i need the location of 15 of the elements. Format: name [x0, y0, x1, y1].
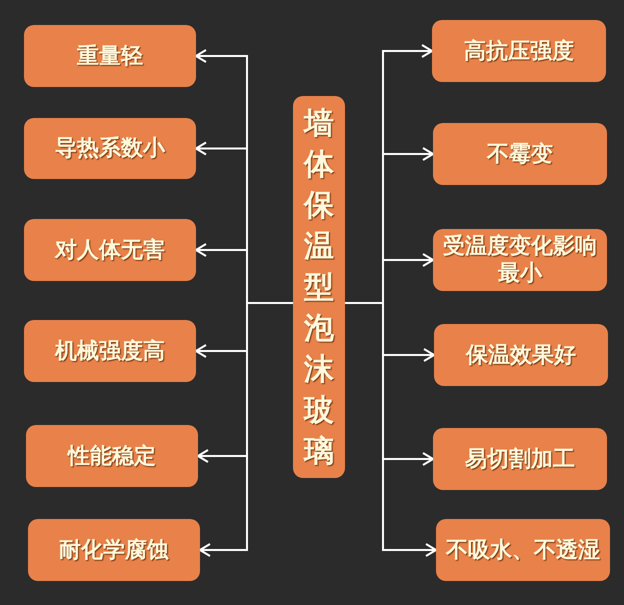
feature-box: 受温度变化影响最小 — [433, 229, 607, 291]
feature-box: 不霉变 — [433, 123, 607, 185]
feature-box: 不吸水、不透湿 — [436, 519, 610, 581]
feature-box: 耐化学腐蚀 — [28, 519, 200, 581]
feature-box: 高抗压强度 — [432, 20, 606, 82]
feature-box: 保温效果好 — [434, 324, 608, 386]
feature-box: 性能稳定 — [26, 425, 198, 487]
feature-box: 导热系数小 — [24, 118, 196, 179]
feature-box: 易切割加工 — [433, 428, 607, 490]
feature-box: 对人体无害 — [24, 219, 196, 281]
feature-box: 重量轻 — [24, 25, 196, 87]
arrow — [345, 302, 437, 557]
feature-box: 机械强度高 — [24, 320, 196, 382]
title-box: 墙体保温型泡沫玻璃 — [293, 96, 345, 478]
arrow — [199, 302, 293, 557]
